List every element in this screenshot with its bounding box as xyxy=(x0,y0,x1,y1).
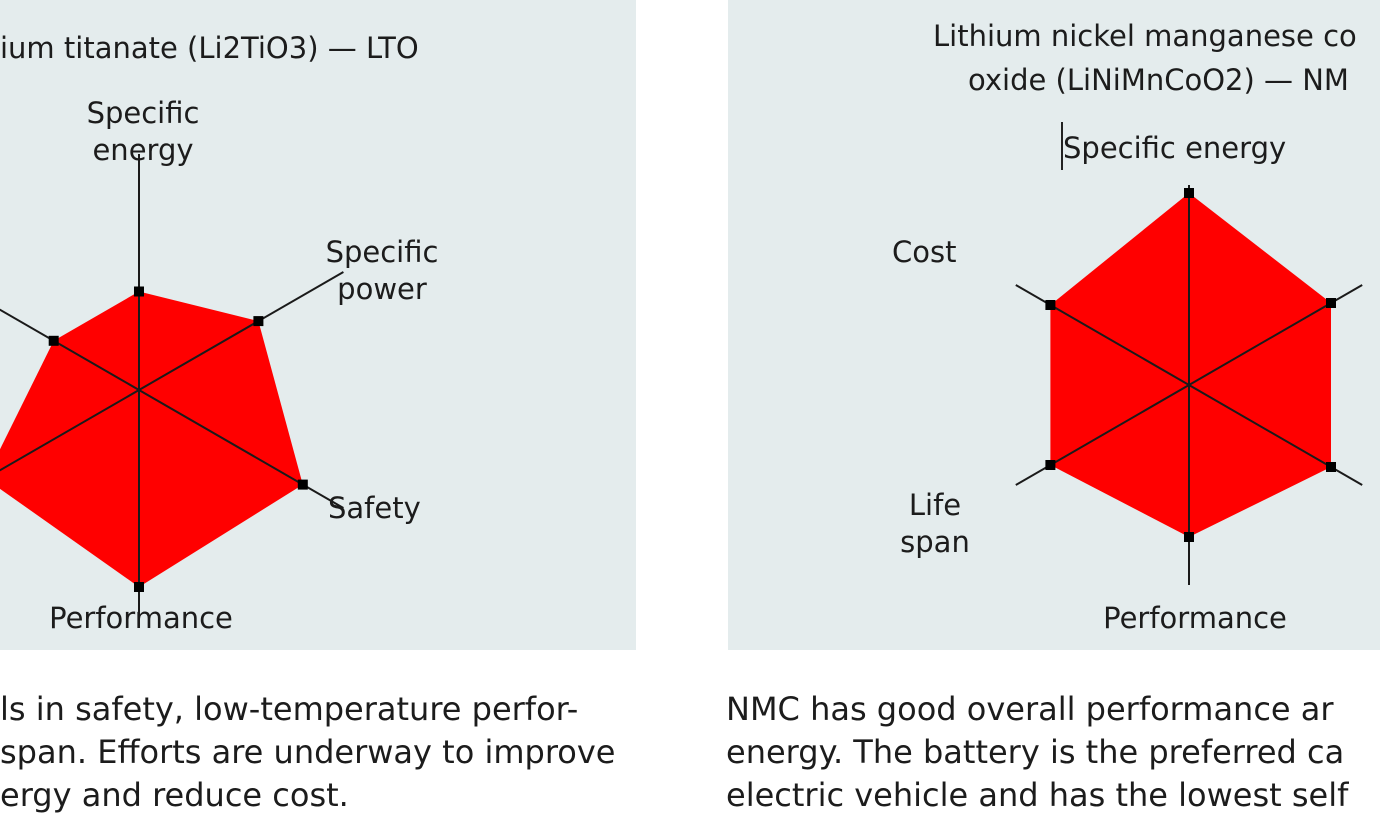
lto-axis-line xyxy=(0,308,140,391)
lto-radar-chart xyxy=(0,154,344,626)
nmc-axis-label-cost: Cost xyxy=(892,235,957,269)
nmc-chart-title-line-2: oxide (LiNiMnCoO2) — NM xyxy=(968,63,1349,97)
nmc-radar-chart xyxy=(1015,185,1363,585)
lto-axis-line xyxy=(138,271,344,391)
nmc-axis-line xyxy=(1015,384,1190,486)
nmc-data-point xyxy=(1184,188,1194,198)
lto-axis-label-performance: Performance xyxy=(49,601,233,635)
lto-axis-line xyxy=(138,389,344,509)
nmc-data-point xyxy=(1045,300,1056,310)
nmc-data-point xyxy=(1045,460,1056,470)
lto-axis-label-safety: Safety xyxy=(328,491,421,525)
lto-data-point xyxy=(297,479,308,490)
lto-data-point xyxy=(134,582,144,592)
nmc-data-point xyxy=(1184,532,1194,542)
lto-axis-line xyxy=(0,389,140,472)
lto-data-point xyxy=(253,316,264,327)
nmc-axis-line xyxy=(1015,284,1190,386)
nmc-data-point xyxy=(1326,298,1336,308)
lto-axis-label-specific-energy: Specific energy xyxy=(86,96,200,167)
nmc-axis-label-performance: Performance xyxy=(1103,601,1287,635)
nmc-radar-area xyxy=(1050,193,1331,537)
lto-chart-panel: ium titanate (Li2TiO3) — LTO Specific en… xyxy=(0,0,636,650)
lto-chart-title: ium titanate (Li2TiO3) — LTO xyxy=(0,31,419,65)
lto-data-point xyxy=(48,335,59,346)
nmc-caption: NMC has good overall performance ar ener… xyxy=(726,690,1349,814)
nmc-axis-label-specific-energy: Specific energy xyxy=(1063,131,1287,165)
nmc-axis-label-life-span: Life span xyxy=(900,488,970,559)
nmc-data-point xyxy=(1326,462,1336,472)
text-cursor xyxy=(1061,122,1063,170)
lto-axis-label-specific-power: Specific power xyxy=(325,235,439,306)
nmc-chart-title-line-1: Lithium nickel manganese co xyxy=(933,19,1357,53)
nmc-chart-panel: Lithium nickel manganese co oxide (LiNiM… xyxy=(728,0,1380,650)
lto-radar-area xyxy=(0,291,303,587)
lto-data-point xyxy=(134,286,144,297)
lto-caption: ls in safety, low-temperature perfor- sp… xyxy=(0,690,616,814)
